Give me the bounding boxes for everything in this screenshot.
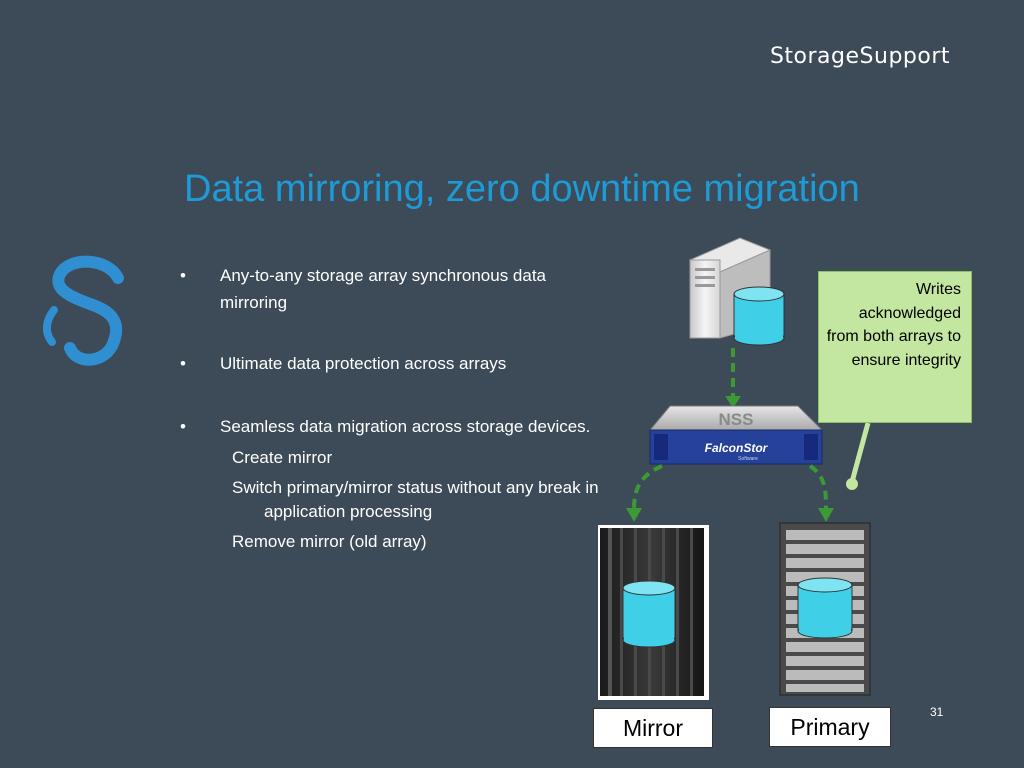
bullet-text: Ultimate data protection across arrays: [220, 354, 507, 373]
mirror-disk-icon: [622, 580, 676, 648]
primary-arrow: [808, 464, 834, 522]
server-disk-icon: [733, 286, 785, 346]
primary-disk-icon: [797, 577, 853, 639]
bullet-text: Seamless data migration across storage d…: [220, 417, 591, 436]
callout-pointer: [846, 422, 871, 490]
bullet-dot: •: [180, 354, 186, 373]
mirror-label: Mirror: [593, 708, 713, 748]
bullet-dot: •: [180, 266, 186, 285]
mirroring-diagram: NSS FalconStor Software: [598, 237, 871, 700]
appliance-brand-label: FalconStor: [705, 441, 769, 455]
sub-item: Switch primary/mirror status without any…: [232, 478, 599, 521]
bullet-item: • Any-to-any storage array synchronous d…: [180, 262, 610, 316]
bullet-dot: •: [180, 417, 186, 436]
appliance-brand-sub: Software: [738, 456, 758, 462]
brand-name: StorageSupport: [769, 44, 950, 69]
primary-label: Primary: [769, 707, 891, 747]
sub-item: Remove mirror (old array): [232, 532, 427, 551]
callout-box: Writes acknowledged from both arrays to …: [818, 271, 972, 423]
mirror-arrow: [626, 464, 663, 522]
appliance-model-label: NSS: [719, 410, 754, 429]
bullet-item: • Seamless data migration across storage…: [180, 413, 610, 440]
write-arrow-down: [725, 348, 741, 408]
mirror-storage-array-icon: [598, 525, 709, 700]
slide-title: Data mirroring, zero downtime migration: [184, 168, 860, 210]
page-number: 31: [930, 705, 944, 719]
bullet-item: • Ultimate data protection across arrays: [180, 350, 610, 377]
bullet-list: • Any-to-any storage array synchronous d…: [180, 262, 610, 554]
sub-item: Create mirror: [232, 448, 333, 467]
nss-appliance-icon: NSS FalconStor Software: [648, 405, 824, 465]
bullet-text: Any-to-any storage array synchronous dat…: [220, 266, 547, 312]
swirl-logo-icon: [43, 255, 124, 366]
